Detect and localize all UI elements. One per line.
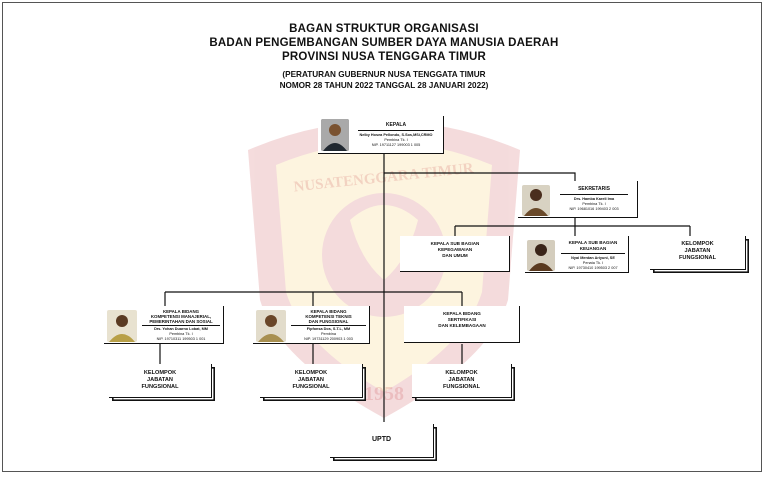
keuangan-nip: NIP. 19730410 199503 2 007 <box>557 266 629 271</box>
node-kjf-2: KELOMPOK JABATAN FUNGSIONAL <box>260 364 363 398</box>
node-kepala: KEPALA Nelby Hosea Pellondo, S.Sos,MSi,C… <box>318 116 444 154</box>
kabid-teknis-photo <box>256 310 286 342</box>
sekretaris-title: SEKRETARIS <box>552 186 636 192</box>
kabid-manajerial-photo <box>107 310 137 342</box>
kepegawaian-title-3: DAN UMUM <box>400 253 510 259</box>
node-kabid-teknis: KEPALA BIDANG KOMPETENSI TEKNIS DAN FUNG… <box>253 306 370 344</box>
node-kasubag-kepegawaian: KEPALA SUB BAGIAN KEPEGAWAIAN DAN UMUM <box>400 236 510 272</box>
node-kabid-sertifikasi: KEPALA BIDANG SERTIFIKASI DAN KELEMBAGAA… <box>404 306 520 343</box>
teknis-nip: NIP. 19731129 200903 1 003 <box>287 337 370 342</box>
kjf-2-line-2: JABATAN <box>260 377 362 384</box>
kjf-1-line-3: FUNGSIONAL <box>109 384 211 391</box>
connector-to-sekretaris <box>384 173 575 181</box>
kjf-1-line-2: JABATAN <box>109 377 211 384</box>
keuangan-photo <box>527 240 555 271</box>
kjf-sekretariat-line-2: JABATAN <box>650 248 745 255</box>
node-kabid-manajerial: KEPALA BIDANG KOMPETENSI MANAJERIAL, PEM… <box>104 306 224 344</box>
sekretaris-nip: NIP. 19681016 199403 2 003 <box>552 207 636 212</box>
uptd-label: UPTD <box>330 424 433 443</box>
kjf-1-line-1: KELOMPOK <box>109 370 211 377</box>
node-uptd: UPTD <box>330 424 434 458</box>
kjf-sekretariat-line-1: KELOMPOK <box>650 241 745 248</box>
kjf-3-line-2: JABATAN <box>412 377 511 384</box>
kjf-sekretariat-line-3: FUNGSIONAL <box>650 255 745 262</box>
node-sekretaris: SEKRETARIS Drs. Hamba Kareli Ima Pembina… <box>518 181 638 218</box>
node-kjf-3: KELOMPOK JABATAN FUNGSIONAL <box>412 364 512 398</box>
node-kasubag-keuangan: KEPALA SUB BAGIAN KEUANGAN Nyai Merdan A… <box>525 236 629 273</box>
teknis-title-3: DAN FUNGSIONAL <box>287 319 370 324</box>
sertifikasi-title-3: DAN KELEMBAGAAN <box>404 323 520 329</box>
kjf-2-line-1: KELOMPOK <box>260 370 362 377</box>
kjf-3-line-1: KELOMPOK <box>412 370 511 377</box>
node-kjf-1: KELOMPOK JABATAN FUNGSIONAL <box>109 364 212 398</box>
kepala-photo <box>321 119 349 151</box>
node-kjf-sekretariat: KELOMPOK JABATAN FUNGSIONAL <box>650 236 746 270</box>
manajerial-nip: NIP. 19710311 199503 1 001 <box>138 337 224 342</box>
kjf-2-line-3: FUNGSIONAL <box>260 384 362 391</box>
kepala-title: KEPALA <box>350 122 442 128</box>
sekretaris-photo <box>522 185 550 216</box>
keuangan-title-2: KEUANGAN <box>557 246 629 252</box>
kjf-3-line-3: FUNGSIONAL <box>412 384 511 391</box>
kepala-nip: NIP. 19711127 199003 1 005 <box>350 143 442 148</box>
manajerial-title-3: PEMERINTAHAN DAN SOSIAL <box>138 319 224 324</box>
